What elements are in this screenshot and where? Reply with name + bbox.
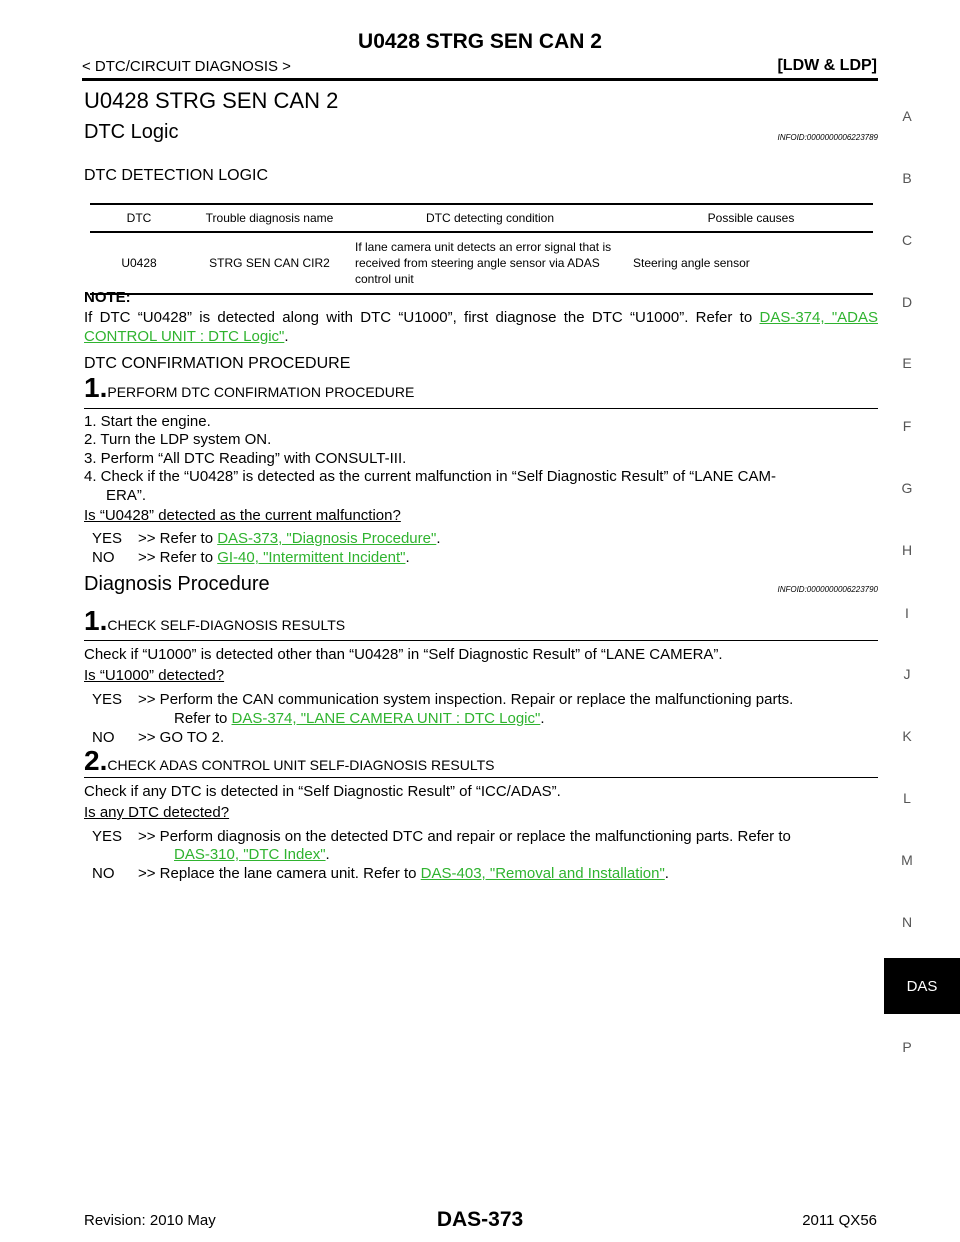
- main-title: U0428 STRG SEN CAN 2: [84, 88, 339, 113]
- procedure-item: 2. Turn the LDP system ON.: [84, 431, 272, 448]
- table-cell: If lane camera unit detects an error sig…: [351, 232, 629, 295]
- diagnosis-step2-heading: 2.CHECK ADAS CONTROL UNIT SELF-DIAGNOSIS…: [84, 745, 495, 777]
- step2-text: Check if any DTC is detected in “Self Di…: [84, 783, 561, 800]
- no-label: NO: [92, 865, 115, 882]
- yes-label: YES: [92, 691, 123, 708]
- side-index-f[interactable]: F: [902, 418, 912, 434]
- page-header-title: U0428 STRG SEN CAN 2: [358, 30, 602, 53]
- table-row: U0428 STRG SEN CAN CIR2 If lane camera u…: [90, 232, 873, 295]
- side-index-i[interactable]: I: [905, 605, 909, 621]
- step2-yes-link[interactable]: DAS-310, "DTC Index": [174, 846, 326, 863]
- step1-yes-period: .: [540, 710, 545, 727]
- column-header: Trouble diagnosis name: [188, 203, 351, 233]
- footer-revision: Revision: 2010 May: [84, 1212, 216, 1229]
- no-period: .: [405, 549, 410, 566]
- side-index-a[interactable]: A: [902, 108, 912, 124]
- side-index-das-active[interactable]: DAS: [884, 958, 960, 1014]
- dtc-table: DTC Trouble diagnosis name DTC detecting…: [90, 203, 873, 295]
- note-link[interactable]: DAS-374, "ADAS CONTROL UNIT : DTC Logic": [84, 309, 878, 345]
- step2-question: Is any DTC detected?: [84, 804, 230, 821]
- step2-no-link[interactable]: DAS-403, "Removal and Installation": [420, 865, 665, 882]
- step-divider: [84, 777, 878, 778]
- header-divider: [82, 78, 878, 81]
- confirmation-question: Is “U0428” detected as the current malfu…: [84, 507, 401, 524]
- yes-period: .: [436, 530, 441, 547]
- procedure-item: 1. Start the engine.: [84, 413, 211, 430]
- confirmation-step-heading: 1.PERFORM DTC CONFIRMATION PROCEDURE: [84, 372, 414, 404]
- step-number: 1.: [84, 605, 108, 636]
- dtc-detection-heading: DTC DETECTION LOGIC: [84, 167, 269, 184]
- step1-yes-ref: Refer to DAS-374, "LANE CAMERA UNIT : DT…: [174, 709, 545, 728]
- step-divider: [84, 640, 878, 641]
- dtc-logic-heading: DTC Logic: [84, 121, 179, 143]
- side-index-g[interactable]: G: [901, 480, 913, 496]
- procedure-item: 4. Check if the “U0428” is detected as t…: [84, 468, 776, 485]
- step-number: 1.: [84, 372, 108, 403]
- column-header: DTC detecting condition: [351, 203, 629, 233]
- footer-model: 2011 QX56: [802, 1212, 877, 1229]
- procedure-item: 3. Perform “All DTC Reading” with CONSUL…: [84, 450, 407, 467]
- note-body: If DTC “U0428” is detected along with DT…: [84, 309, 760, 326]
- yes-label: YES: [92, 530, 123, 547]
- side-index-j[interactable]: J: [903, 666, 911, 682]
- side-index-h[interactable]: H: [901, 542, 913, 558]
- breadcrumb: < DTC/CIRCUIT DIAGNOSIS >: [82, 58, 291, 75]
- section-tag: [LDW & LDP]: [777, 57, 877, 74]
- diagnosis-step1-heading: 1.CHECK SELF-DIAGNOSIS RESULTS: [84, 605, 345, 637]
- no-text: >> Refer to: [138, 549, 218, 566]
- yes-answer: >> Refer to DAS-373, "Diagnosis Procedur…: [138, 529, 440, 548]
- step1-no-text: >> GO TO 2.: [138, 729, 225, 746]
- side-index-p[interactable]: P: [902, 1039, 912, 1055]
- step1-question: Is “U1000” detected?: [84, 667, 225, 684]
- note-period: .: [284, 328, 289, 345]
- side-index-l[interactable]: L: [903, 790, 911, 806]
- note-text: If DTC “U0428” is detected along with DT…: [84, 308, 878, 346]
- table-header-row: DTC Trouble diagnosis name DTC detecting…: [90, 203, 873, 233]
- step-number: 2.: [84, 745, 108, 776]
- table-cell: U0428: [90, 232, 188, 295]
- confirmation-heading: DTC CONFIRMATION PROCEDURE: [84, 355, 351, 372]
- side-index-k[interactable]: K: [902, 728, 912, 744]
- step1-yes-link[interactable]: DAS-374, "LANE CAMERA UNIT : DTC Logic": [231, 710, 541, 727]
- note-label: NOTE:: [84, 289, 131, 306]
- step-divider: [84, 408, 878, 409]
- step-title: PERFORM DTC CONFIRMATION PROCEDURE: [107, 384, 415, 400]
- step2-no-answer: >> Replace the lane camera unit. Refer t…: [138, 864, 669, 883]
- no-label: NO: [92, 729, 115, 746]
- step2-yes-period: .: [325, 846, 330, 863]
- dtc-logic-infoid: INFOID:0000000006223789: [777, 133, 878, 142]
- no-answer: >> Refer to GI-40, "Intermittent Inciden…: [138, 548, 410, 567]
- column-header: Possible causes: [629, 203, 873, 233]
- yes-link[interactable]: DAS-373, "Diagnosis Procedure": [217, 530, 437, 547]
- step2-no-text: >> Replace the lane camera unit. Refer t…: [138, 865, 421, 882]
- step-title: CHECK ADAS CONTROL UNIT SELF-DIAGNOSIS R…: [107, 757, 495, 773]
- yes-label: YES: [92, 828, 123, 845]
- no-label: NO: [92, 549, 115, 566]
- side-index-e[interactable]: E: [902, 355, 912, 371]
- table-cell: STRG SEN CAN CIR2: [188, 232, 351, 295]
- step2-yes-ref: DAS-310, "DTC Index".: [174, 845, 330, 864]
- yes-text: >> Refer to: [138, 530, 218, 547]
- step2-no-period: .: [664, 865, 669, 882]
- column-header: DTC: [90, 203, 188, 233]
- step1-yes-refer: Refer to: [174, 710, 232, 727]
- step-title: CHECK SELF-DIAGNOSIS RESULTS: [107, 617, 346, 633]
- footer-page-number: DAS-373: [436, 1208, 524, 1231]
- side-index-n[interactable]: N: [901, 914, 913, 930]
- side-index-b[interactable]: B: [902, 170, 912, 186]
- step2-yes-text: >> Perform diagnosis on the detected DTC…: [138, 828, 791, 845]
- side-index-c[interactable]: C: [901, 232, 913, 248]
- procedure-item-continued: ERA”.: [106, 487, 147, 504]
- diagnosis-infoid: INFOID:0000000006223790: [777, 585, 878, 594]
- step1-yes-text: >> Perform the CAN communication system …: [138, 691, 794, 708]
- side-index-d[interactable]: D: [901, 294, 913, 310]
- table-cell: Steering angle sensor: [629, 232, 873, 295]
- diagnosis-heading: Diagnosis Procedure: [84, 573, 270, 595]
- step1-text: Check if “U1000” is detected other than …: [84, 646, 723, 663]
- no-link[interactable]: GI-40, "Intermittent Incident": [217, 549, 406, 566]
- side-index-m[interactable]: M: [901, 852, 913, 868]
